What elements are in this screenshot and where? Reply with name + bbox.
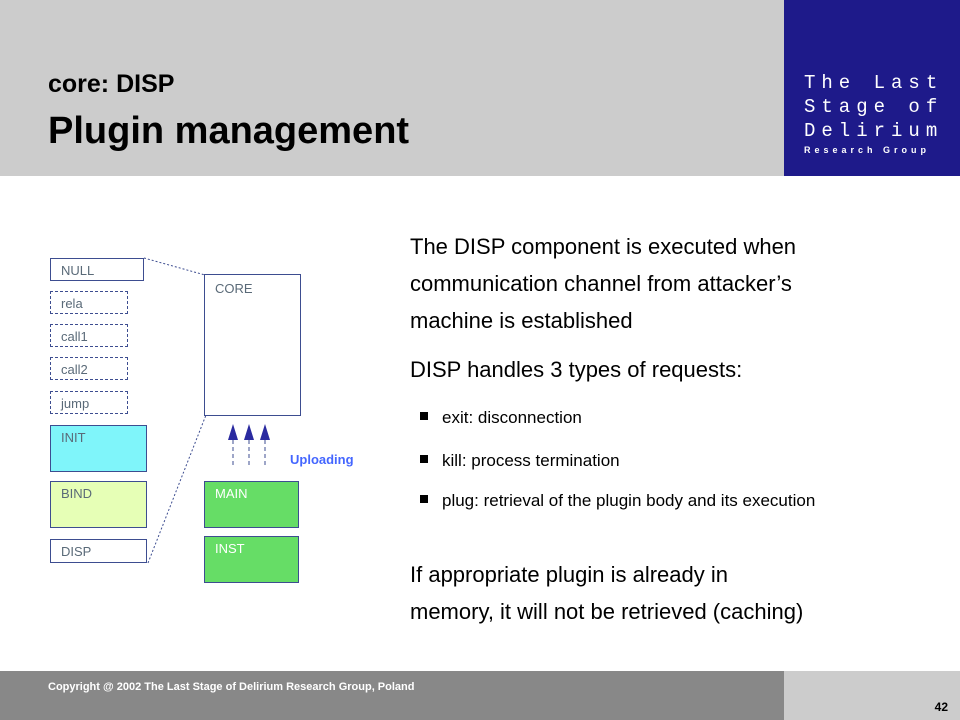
logo: The Last Stage of Delirium Research Grou… bbox=[784, 0, 960, 176]
bullet-text: plug: retrieval of the plugin body and i… bbox=[442, 491, 816, 510]
block-disp: DISP bbox=[50, 539, 147, 563]
block-jump: jump bbox=[50, 391, 128, 414]
block-core: CORE bbox=[204, 274, 301, 416]
logo-line-3: Delirium bbox=[804, 120, 944, 142]
block-call1: call1 bbox=[50, 324, 128, 347]
slide-subtitle: core: DISP bbox=[48, 70, 175, 98]
footer-page-area bbox=[784, 671, 960, 720]
paragraph-2: DISP handles 3 types of requests: bbox=[410, 357, 743, 382]
block-main: MAIN bbox=[204, 481, 299, 528]
block-bind: BIND bbox=[50, 481, 147, 528]
logo-line-4: Research Group bbox=[804, 145, 931, 155]
copyright-text: Copyright @ 2002 The Last Stage of Delir… bbox=[48, 681, 415, 693]
bullet-text: kill: process termination bbox=[442, 451, 620, 470]
paragraph-1: The DISP component is executed when comm… bbox=[410, 228, 796, 339]
connector-disp-core bbox=[147, 414, 207, 564]
bullet-square-icon bbox=[420, 455, 428, 463]
bullet-text: exit: disconnection bbox=[442, 408, 582, 427]
bullet-item: plug: retrieval of the plugin body and i… bbox=[420, 491, 815, 511]
paragraph-1-line-3: machine is established bbox=[410, 308, 633, 333]
bullet-square-icon bbox=[420, 412, 428, 420]
block-call2: call2 bbox=[50, 357, 128, 380]
header-band bbox=[0, 0, 784, 176]
upload-arrows bbox=[228, 424, 270, 465]
page-number: 42 bbox=[934, 700, 948, 714]
bullet-item: exit: disconnection bbox=[420, 408, 582, 428]
block-null: NULL bbox=[50, 258, 144, 281]
bullet-square-icon bbox=[420, 495, 428, 503]
paragraph-1-line-1: The DISP component is executed when bbox=[410, 234, 797, 259]
paragraph-1-line-2: communication channel from attacker’s bbox=[410, 271, 792, 296]
paragraph-3-line-2: memory, it will not be retrieved (cachin… bbox=[410, 599, 804, 624]
bullet-item: kill: process termination bbox=[420, 451, 620, 471]
logo-line-1: The Last bbox=[804, 72, 944, 94]
logo-line-2: Stage of bbox=[804, 96, 944, 118]
block-rela: rela bbox=[50, 291, 128, 314]
paragraph-3-line-1: If appropriate plugin is already in bbox=[410, 562, 728, 587]
footer-band bbox=[0, 671, 784, 720]
block-init: INIT bbox=[50, 425, 147, 472]
connector-null-core bbox=[143, 257, 206, 276]
uploading-label: Uploading bbox=[290, 452, 354, 467]
slide-title: Plugin management bbox=[48, 110, 410, 152]
block-inst: INST bbox=[204, 536, 299, 583]
paragraph-3: If appropriate plugin is already in memo… bbox=[410, 556, 803, 630]
